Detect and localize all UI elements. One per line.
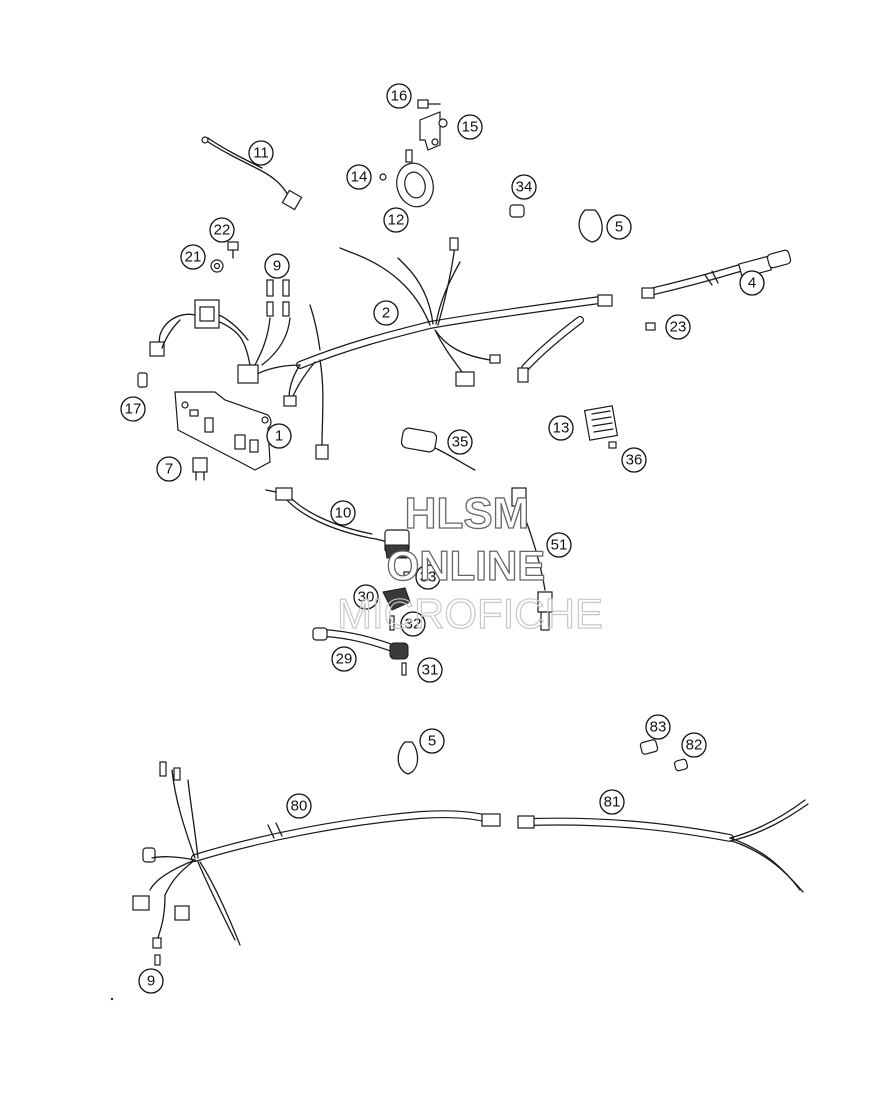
svg-text:35: 35 bbox=[452, 434, 469, 451]
bulb-82 bbox=[673, 758, 689, 772]
svg-text:29: 29 bbox=[336, 651, 353, 668]
svg-text:15: 15 bbox=[462, 119, 479, 136]
svg-text:31: 31 bbox=[422, 662, 439, 679]
relay-assembly bbox=[149, 299, 249, 357]
callout-35: 35 bbox=[447, 429, 473, 455]
callout-81: 81 bbox=[599, 789, 625, 815]
svg-text:81: 81 bbox=[604, 794, 621, 811]
svg-text:12: 12 bbox=[388, 212, 405, 229]
dot-mark bbox=[110, 997, 114, 1001]
callout-33: 33 bbox=[415, 564, 441, 590]
svg-text:9: 9 bbox=[273, 258, 281, 275]
svg-text:14: 14 bbox=[351, 169, 368, 186]
callout-16: 16 bbox=[386, 83, 412, 109]
svg-text:2: 2 bbox=[382, 305, 390, 322]
svg-text:17: 17 bbox=[125, 401, 142, 418]
sensor-51 bbox=[511, 487, 553, 631]
callout-12: 12 bbox=[383, 207, 409, 233]
callout-11: 11 bbox=[248, 140, 274, 166]
horn-assembly bbox=[379, 99, 448, 208]
callout-22: 22 bbox=[209, 217, 235, 243]
watermark-line-1: HLSM bbox=[405, 489, 530, 538]
svg-text:11: 11 bbox=[253, 145, 269, 162]
svg-text:51: 51 bbox=[551, 537, 568, 554]
svg-text:16: 16 bbox=[391, 88, 408, 105]
callout-9-top: 9 bbox=[264, 253, 290, 279]
fuse-17 bbox=[137, 372, 148, 388]
svg-text:33: 33 bbox=[420, 569, 437, 586]
callout-21: 21 bbox=[180, 244, 206, 270]
callout-82: 82 bbox=[681, 732, 707, 758]
lower-harness-80 bbox=[132, 761, 501, 966]
callout-32: 32 bbox=[400, 611, 426, 637]
lower-harness-81 bbox=[517, 799, 809, 893]
lead-10 bbox=[265, 487, 410, 559]
svg-text:5: 5 bbox=[428, 733, 436, 750]
callout-15: 15 bbox=[457, 114, 483, 140]
callout-5-top: 5 bbox=[606, 214, 632, 240]
bolt-22 bbox=[227, 241, 239, 259]
mounting-bracket bbox=[174, 391, 272, 471]
lead-wire-11 bbox=[201, 136, 303, 211]
callout-2: 2 bbox=[373, 300, 399, 326]
svg-text:1: 1 bbox=[275, 428, 283, 445]
svg-text:32: 32 bbox=[405, 616, 422, 633]
svg-text:9: 9 bbox=[147, 973, 155, 990]
cable-tie-bottom bbox=[397, 741, 419, 775]
callout-10: 10 bbox=[330, 500, 356, 526]
callout-36: 36 bbox=[621, 447, 647, 473]
fitting-34 bbox=[509, 204, 525, 218]
svg-text:7: 7 bbox=[165, 461, 173, 478]
svg-text:30: 30 bbox=[358, 589, 375, 606]
svg-text:4: 4 bbox=[748, 275, 756, 292]
callout-30: 30 bbox=[353, 584, 379, 610]
svg-text:34: 34 bbox=[516, 179, 533, 196]
main-wiring-harness bbox=[214, 237, 613, 460]
cable-4 bbox=[641, 249, 792, 299]
callout-80: 80 bbox=[286, 793, 312, 819]
svg-text:83: 83 bbox=[650, 719, 667, 736]
callout-13: 13 bbox=[548, 415, 574, 441]
callout-4: 4 bbox=[739, 270, 765, 296]
switch-7 bbox=[192, 457, 208, 481]
svg-text:36: 36 bbox=[626, 452, 643, 469]
callout-5-bottom: 5 bbox=[419, 728, 445, 754]
watermark: HLSM ONLINE MICROFICHE bbox=[336, 488, 603, 637]
fuse-pair-9 bbox=[266, 279, 290, 317]
svg-text:82: 82 bbox=[686, 737, 703, 754]
svg-text:21: 21 bbox=[185, 249, 202, 266]
bulb-83 bbox=[639, 739, 659, 755]
callout-51: 51 bbox=[546, 532, 572, 558]
callout-83: 83 bbox=[645, 714, 671, 740]
callout-17: 17 bbox=[120, 396, 146, 422]
callout-31: 31 bbox=[417, 657, 443, 683]
callout-7: 7 bbox=[156, 456, 182, 482]
callout-29: 29 bbox=[331, 646, 357, 672]
callout-23: 23 bbox=[665, 314, 691, 340]
svg-text:10: 10 bbox=[335, 505, 352, 522]
nut-21 bbox=[210, 259, 224, 273]
screw-23 bbox=[645, 322, 656, 331]
coil-35 bbox=[400, 427, 476, 471]
watermark-line-2: ONLINE bbox=[387, 542, 546, 589]
svg-text:23: 23 bbox=[670, 319, 687, 336]
small-parts-30-33 bbox=[382, 571, 411, 631]
callout-9-bottom: 9 bbox=[138, 968, 164, 994]
watermark-line-3: MICROFICHE bbox=[337, 590, 603, 637]
svg-text:22: 22 bbox=[214, 222, 231, 239]
callout-34: 34 bbox=[511, 174, 537, 200]
regulator-13 bbox=[583, 405, 619, 449]
svg-text:5: 5 bbox=[615, 219, 623, 236]
svg-text:80: 80 bbox=[291, 798, 308, 815]
callout-1: 1 bbox=[266, 423, 292, 449]
callout-14: 14 bbox=[346, 164, 372, 190]
cable-tie-top bbox=[578, 209, 603, 243]
svg-text:13: 13 bbox=[553, 420, 570, 437]
lead-29 bbox=[312, 627, 409, 676]
